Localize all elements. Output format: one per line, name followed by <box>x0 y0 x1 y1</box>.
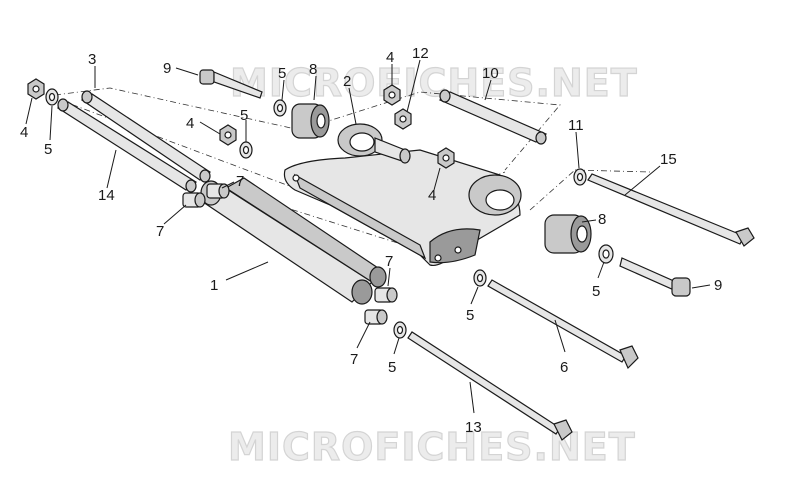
nut-4-top <box>383 84 401 106</box>
callout-2: 2 <box>343 73 351 90</box>
bolt-9-upper <box>199 69 263 99</box>
callout-8-lower: 8 <box>598 211 606 228</box>
bolt-13 <box>407 331 573 441</box>
callout-5-right: 5 <box>592 283 600 300</box>
callout-11: 11 <box>568 117 584 134</box>
callout-5-far-left: 5 <box>44 141 52 158</box>
callout-15: 15 <box>660 151 677 168</box>
nut-4-center <box>437 147 455 169</box>
washer-5-mid-left <box>239 141 253 159</box>
washer-11 <box>573 168 587 186</box>
bolt-9-lower <box>619 257 691 297</box>
callout-9-upper: 9 <box>163 60 171 77</box>
rod-3 <box>80 90 212 183</box>
callout-8-upper: 8 <box>309 61 317 78</box>
washer-5-lower <box>393 321 407 339</box>
bolt-15 <box>587 173 755 247</box>
callout-13: 13 <box>465 419 482 436</box>
bushing-7-right-upper <box>374 287 398 303</box>
rod-14 <box>56 98 198 193</box>
bolt-6 <box>487 279 639 370</box>
leader-lines <box>25 59 711 414</box>
callout-7-right-lower: 7 <box>350 351 358 368</box>
callout-5-mid-left: 5 <box>240 107 248 124</box>
callout-4-far-left: 4 <box>20 124 28 141</box>
callout-4-center: 4 <box>428 187 436 204</box>
link-2 <box>283 123 522 267</box>
callout-7-left: 7 <box>156 223 164 240</box>
nut-4-mid-left <box>219 124 237 146</box>
washer-5-right <box>598 244 614 264</box>
washer-5-far-left <box>45 88 59 106</box>
callout-7-right-upper: 7 <box>385 253 393 270</box>
callout-12: 12 <box>412 45 429 62</box>
callout-5-center: 5 <box>466 307 474 324</box>
bushing-7-upper <box>206 183 230 199</box>
washer-5-center <box>473 269 487 287</box>
silentblock-8-lower <box>544 214 592 254</box>
callout-3: 3 <box>88 51 96 68</box>
callout-14: 14 <box>98 187 115 204</box>
callout-4-top: 4 <box>386 49 394 66</box>
callout-10: 10 <box>482 65 499 82</box>
callout-7-upper: 7 <box>236 173 244 190</box>
silentblock-8-upper <box>291 103 330 139</box>
watermark-top: MICROFICHES.NET <box>230 61 638 105</box>
rod-10 <box>438 89 548 145</box>
callout-4-mid-left: 4 <box>186 115 194 132</box>
washer-5-top <box>273 99 287 117</box>
callout-labels: 3 9 5 8 2 4 12 10 11 15 8 9 5 5 6 5 13 7… <box>20 45 722 436</box>
callout-6: 6 <box>560 359 568 376</box>
bushing-7-left <box>182 192 206 208</box>
nut-12 <box>394 108 412 130</box>
callout-9-lower: 9 <box>714 277 722 294</box>
tube-1 <box>198 177 387 305</box>
callout-5-lower: 5 <box>388 359 396 376</box>
nut-4-far-left <box>27 78 45 100</box>
callout-1: 1 <box>210 277 218 294</box>
callout-5-top: 5 <box>278 65 286 82</box>
watermark-bottom: MICROFICHES.NET <box>228 425 636 469</box>
bushing-7-right-lower <box>364 309 388 325</box>
